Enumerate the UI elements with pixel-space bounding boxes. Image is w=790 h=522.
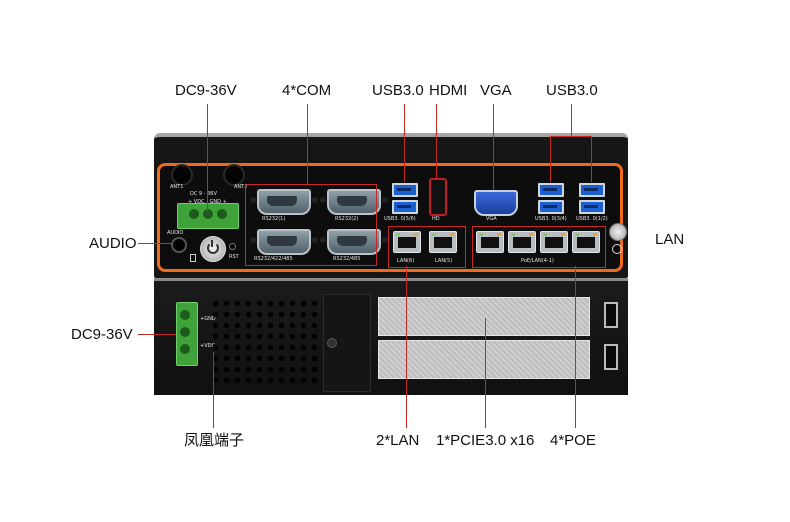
callout-line-pcie <box>485 318 486 428</box>
rs232-2-label: RS232(2) <box>335 216 359 222</box>
hd-label: HD <box>432 216 440 222</box>
vga-label: VGA <box>486 216 497 222</box>
side-latch-2 <box>604 344 618 370</box>
rs232-485-label: RS232/485 <box>333 256 361 262</box>
terminal-screw <box>203 209 213 219</box>
lan2-group-box <box>388 226 466 268</box>
callout-pcie: 1*PCIE3.0 x16 <box>436 432 535 449</box>
ground-icon <box>612 244 622 254</box>
poe-lan-port-3[interactable] <box>508 231 536 253</box>
ant1-label: ANT1 <box>170 184 184 190</box>
usb-port-2[interactable] <box>579 200 605 214</box>
terminal-screw <box>189 209 199 219</box>
poe-lan-port-2[interactable] <box>540 231 568 253</box>
callout-line-poe <box>575 266 576 428</box>
rs232-1-label: RS232(1) <box>262 216 286 222</box>
audio-jack[interactable] <box>171 237 187 253</box>
com-port-2[interactable] <box>320 189 388 215</box>
callout-phoenix: 凤凰端子 <box>184 432 245 449</box>
reset-button[interactable] <box>229 243 236 250</box>
callout-line-com <box>307 104 308 184</box>
callout-line-usb-right-h <box>550 136 592 137</box>
power-icon-bar <box>211 240 213 247</box>
usb-port-5[interactable] <box>392 183 418 197</box>
callout-dc-left: DC9-36V <box>71 326 133 343</box>
callout-usb-right: USB3.0 <box>546 82 598 99</box>
hdd-led-icon <box>190 254 196 262</box>
hdmi-port[interactable] <box>429 178 447 216</box>
com-group-box <box>245 184 377 266</box>
vent-grille <box>210 298 320 386</box>
usb-56-label: USB3. 0(5/6) <box>384 216 416 222</box>
poe-lan-label: PoE/LAN(4-1) <box>521 258 554 264</box>
callout-line-phoenix <box>213 352 214 428</box>
com-port-1[interactable] <box>250 189 318 215</box>
callout-lan-right: LAN <box>655 231 685 248</box>
usb-port-3[interactable] <box>538 183 564 197</box>
lan5-label: LAN(5) <box>435 258 453 264</box>
terminal-screw <box>217 209 227 219</box>
vga-port[interactable] <box>474 190 518 216</box>
callout-audio: AUDIO <box>89 235 137 252</box>
lan-port-6[interactable] <box>393 231 421 253</box>
power-button[interactable] <box>200 236 226 262</box>
bracket-screw <box>327 338 337 348</box>
usb-port-4[interactable] <box>538 200 564 214</box>
pcie-slot-cover-2[interactable] <box>378 340 590 379</box>
lan-port-5[interactable] <box>429 231 457 253</box>
side-latch-1 <box>604 302 618 328</box>
poe-group-box <box>472 226 606 268</box>
callout-dc-top: DC9-36V <box>175 82 237 99</box>
callout-line-usb-34 <box>550 136 551 182</box>
audio-port-label: AUDIO <box>167 230 184 236</box>
callout-vga: VGA <box>480 82 512 99</box>
callout-hdmi: HDMI <box>429 82 468 99</box>
callout-line-usb-left <box>404 104 405 182</box>
callout-lan2: 2*LAN <box>376 432 420 449</box>
dc-input-label: DC 9 - 36V <box>190 191 217 197</box>
com-port-3[interactable] <box>250 229 318 255</box>
callout-poe4: 4*POE <box>550 432 596 449</box>
ground-screw[interactable] <box>609 223 627 241</box>
ant2-label: ANT2 <box>234 184 248 190</box>
com-port-4[interactable] <box>320 229 388 255</box>
terminal-gnd-label: +GND <box>200 316 216 322</box>
poe-lan-port-1[interactable] <box>572 231 600 253</box>
usb-port-6[interactable] <box>392 200 418 214</box>
callout-line-usb-12 <box>591 136 592 182</box>
usb-34-label: USB3. 0(3/4) <box>535 216 567 222</box>
antenna-port-1[interactable] <box>171 164 193 186</box>
lan6-label: LAN(6) <box>397 258 415 264</box>
rs232-422-485-label: RS232/422/485 <box>254 256 293 262</box>
rst-label: RST <box>229 254 239 260</box>
callout-line-dc-left <box>138 334 176 335</box>
terminal-screw <box>180 310 190 320</box>
callout-line-hdmi <box>436 104 437 178</box>
callout-line-lan2 <box>406 266 407 428</box>
callout-usb-left: USB3.0 <box>372 82 424 99</box>
callout-line-usb-right <box>571 104 572 136</box>
callout-com: 4*COM <box>282 82 332 99</box>
terminal-screw <box>180 344 190 354</box>
usb-12-label: USB3. 0(1/2) <box>576 216 608 222</box>
poe-lan-port-4[interactable] <box>476 231 504 253</box>
callout-line-dc-top <box>207 104 208 212</box>
pcie-slot-cover-1[interactable] <box>378 297 590 336</box>
usb-port-1[interactable] <box>579 183 605 197</box>
callout-line-audio <box>138 243 172 244</box>
callout-line-vga <box>493 104 494 190</box>
terminal-screw <box>180 327 190 337</box>
terminal-vdc-label: +VDC- <box>200 343 217 349</box>
antenna-port-2[interactable] <box>223 164 245 186</box>
power-icon <box>207 242 219 254</box>
